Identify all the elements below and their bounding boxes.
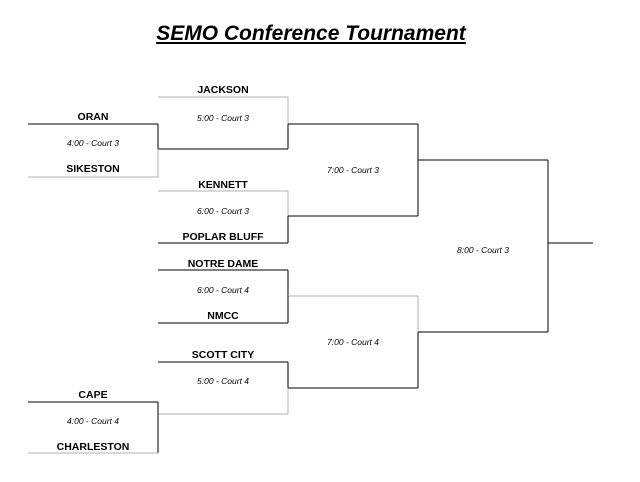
game-time-label: 4:00 - Court 4 [67,416,119,426]
game-time-label: 4:00 - Court 3 [67,138,119,148]
team-sikeston: SIKESTON [66,163,120,175]
team-nmcc: NMCC [207,310,239,322]
game-time-label: 8:00 - Court 3 [457,245,509,255]
team-scott-city: SCOTT CITY [191,349,255,361]
team-cape: CAPE [78,389,108,401]
page-title: SEMO Conference Tournament [156,22,466,45]
game-time-label: 6:00 - Court 4 [197,285,249,295]
team-oran: ORAN [77,111,109,123]
team-jackson: JACKSON [197,84,249,96]
team-notre-dame: NOTRE DAME [187,258,259,270]
game-time-label: 5:00 - Court 3 [197,113,249,123]
game-time-label: 6:00 - Court 3 [197,206,249,216]
game-time-label: 7:00 - Court 3 [327,165,379,175]
team-charleston: CHARLESTON [56,441,130,453]
game-time-label: 5:00 - Court 4 [197,376,249,386]
team-poplar-bluff: POPLAR BLUFF [182,231,264,243]
game-time-label: 7:00 - Court 4 [327,337,379,347]
team-kennett: KENNETT [198,179,248,191]
